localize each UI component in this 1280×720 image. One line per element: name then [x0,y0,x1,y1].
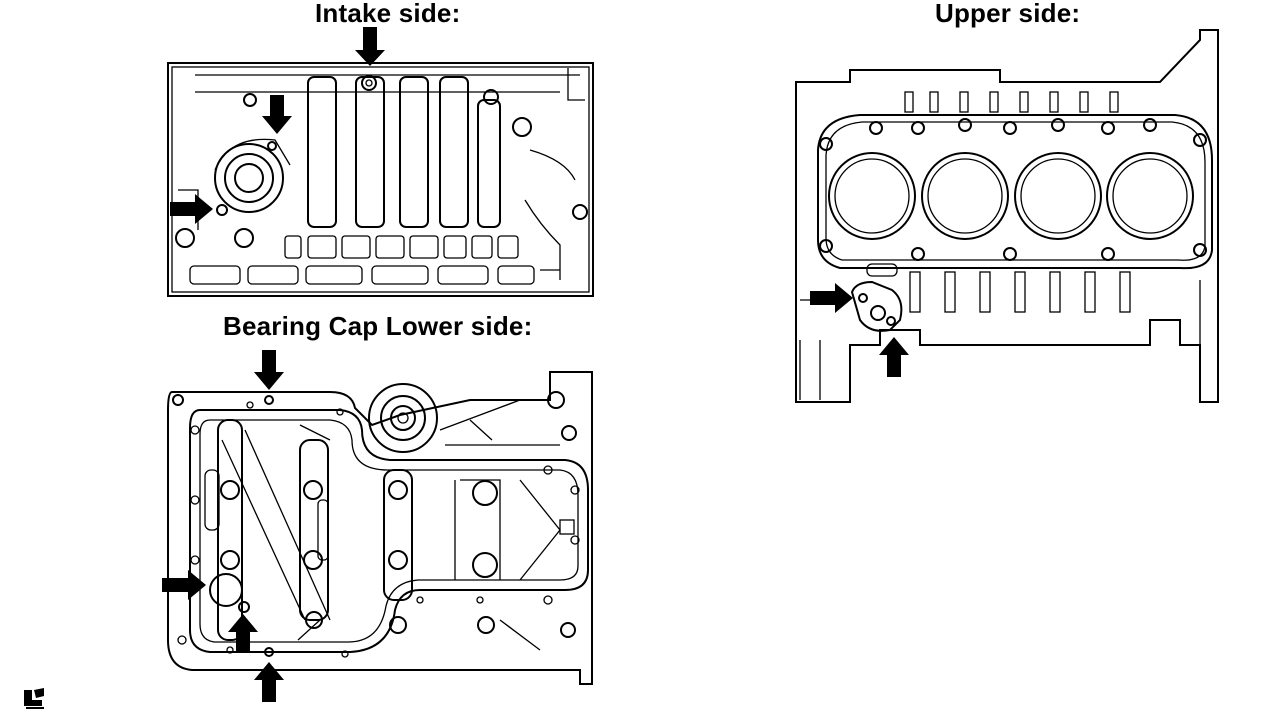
black-arrow-icon [254,662,284,702]
black-arrow-icon [170,194,213,224]
bearing-cap-lower-side-view [167,371,593,685]
upper-side-title: Upper side: [935,0,1081,28]
black-arrow-icon [879,337,909,377]
intake-side-title: Intake side: [315,0,461,28]
black-arrow-icon [228,614,258,653]
black-arrow-icon [254,350,284,390]
black-arrow-icon [262,95,292,134]
upper-side-view [795,29,1219,403]
black-arrow-icon [355,27,385,66]
bearing-cap-lower-side-title: Bearing Cap Lower side: [223,311,533,341]
black-arrow-icon [162,570,206,600]
black-arrow-icon [810,283,853,313]
page-mark-icon [24,688,44,709]
intake-side-view [167,62,594,297]
